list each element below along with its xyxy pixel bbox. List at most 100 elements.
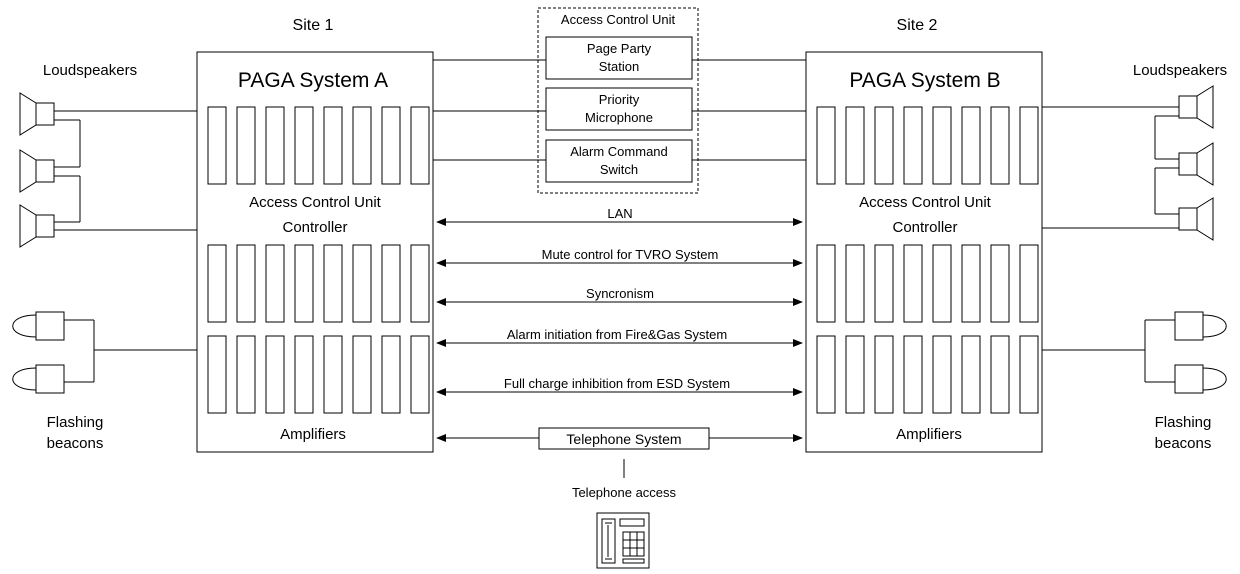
flashing-beacon-icon [1174, 364, 1227, 394]
flashing-beacon-icon [1174, 311, 1227, 341]
rack-module [990, 244, 1010, 323]
loudspeaker-icon [19, 92, 55, 136]
rack-module [816, 106, 836, 185]
system-b-title: PAGA System B [849, 69, 1000, 92]
loudspeaker-icon [1178, 85, 1214, 129]
system-b-racks [816, 106, 1039, 414]
system-b-amplifiers-label: Amplifiers [896, 426, 962, 443]
rack-module [874, 244, 894, 323]
acu-title: Access Control Unit [561, 12, 676, 27]
loudspeaker-icon [1178, 142, 1214, 186]
rack-module [1019, 106, 1039, 185]
loudspeakers-right-label: Loudspeakers [1133, 62, 1227, 79]
system-a-controller-line2: Controller [282, 219, 347, 236]
rack-module [381, 106, 401, 185]
rack-module [961, 244, 981, 323]
alarm-command-switch-box [545, 139, 693, 183]
rack-module [323, 106, 343, 185]
beacons-left-line2: beacons [47, 435, 104, 452]
paga-system-b: PAGA System B Access Control Unit Contro… [805, 51, 1043, 453]
link-label-esd: Full charge inhibition from ESD System [504, 376, 730, 391]
rack-module [932, 244, 952, 323]
loudspeaker-icon [19, 149, 55, 193]
rack-module [816, 244, 836, 323]
rack-module [207, 335, 227, 414]
rack-module [903, 244, 923, 323]
rack-module [352, 335, 372, 414]
priority-microphone-box [545, 87, 693, 131]
rack-module [1019, 335, 1039, 414]
rack-module [294, 106, 314, 185]
rack-module [961, 106, 981, 185]
flashing-beacon-icon [12, 364, 65, 394]
telephone-system: Telephone System Telephone access [436, 427, 803, 500]
link-label-lan: LAN [607, 206, 632, 221]
rack-module [352, 244, 372, 323]
paga-system-a: PAGA System A Access Control Unit Contro… [196, 51, 434, 453]
flashing-beacon-icon [12, 311, 65, 341]
link-full-charge: Full charge inhibition from ESD System [436, 376, 803, 396]
rack-module [932, 106, 952, 185]
link-alarm-initiation: Alarm initiation from Fire&Gas System [436, 327, 803, 347]
rack-module [903, 335, 923, 414]
telephone-system-label: Telephone System [566, 431, 681, 447]
rack-module [410, 244, 430, 323]
page-party-line1: Page Party [587, 41, 652, 56]
system-a-controller-line1: Access Control Unit [249, 194, 382, 211]
rack-module [845, 335, 865, 414]
beacons-left [12, 311, 197, 394]
rack-module [236, 335, 256, 414]
rack-module [932, 335, 952, 414]
loudspeakers-left-label: Loudspeakers [43, 62, 137, 79]
loudspeakers-left [19, 92, 197, 248]
telephone-access-label: Telephone access [572, 485, 677, 500]
rack-module [961, 335, 981, 414]
rack-module [1019, 244, 1039, 323]
rack-module [207, 244, 227, 323]
system-b-controller-line2: Controller [892, 219, 957, 236]
loudspeakers-right [1042, 85, 1214, 241]
priority-mic-line2: Microphone [585, 110, 653, 125]
rack-module [874, 335, 894, 414]
rack-module [381, 335, 401, 414]
page-party-line2: Station [599, 59, 639, 74]
beacons-left-line1: Flashing [47, 414, 104, 431]
rack-module [816, 335, 836, 414]
rack-module [903, 106, 923, 185]
rack-module [845, 244, 865, 323]
link-label-alarm: Alarm initiation from Fire&Gas System [507, 327, 727, 342]
rack-module [207, 106, 227, 185]
rack-module [265, 335, 285, 414]
rack-module [990, 335, 1010, 414]
loudspeaker-icon [19, 204, 55, 248]
access-control-unit: Access Control Unit Page Party Station P… [537, 7, 699, 194]
site-2-label: Site 2 [897, 17, 938, 34]
beacons-right [1042, 311, 1227, 394]
rack-module [874, 106, 894, 185]
link-label-syncronism: Syncronism [586, 286, 654, 301]
rack-module [294, 244, 314, 323]
link-lan: LAN [436, 206, 803, 226]
rack-module [410, 335, 430, 414]
system-a-title: PAGA System A [238, 69, 388, 92]
rack-module [323, 244, 343, 323]
acu-connections [433, 59, 806, 161]
page-party-station-box [545, 36, 693, 80]
link-label-mute: Mute control for TVRO System [542, 247, 719, 262]
alarm-switch-line2: Switch [600, 162, 638, 177]
link-syncronism: Syncronism [436, 286, 803, 306]
beacons-right-line1: Flashing [1155, 414, 1212, 431]
priority-mic-line1: Priority [599, 92, 640, 107]
rack-module [236, 244, 256, 323]
rack-module [410, 106, 430, 185]
system-a-racks [207, 106, 430, 414]
rack-module [352, 106, 372, 185]
rack-module [236, 106, 256, 185]
alarm-switch-line1: Alarm Command [570, 144, 668, 159]
rack-module [294, 335, 314, 414]
system-a-amplifiers-label: Amplifiers [280, 426, 346, 443]
rack-module [323, 335, 343, 414]
rack-module [265, 244, 285, 323]
site-1-label: Site 1 [293, 17, 334, 34]
